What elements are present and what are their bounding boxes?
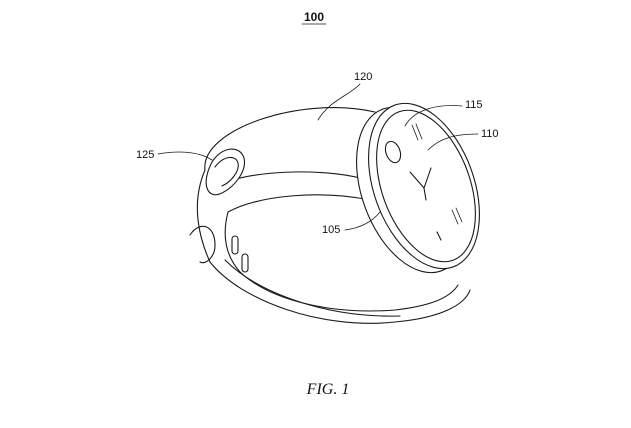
band-top-outer-edge (204, 107, 376, 171)
label-band: 120 (354, 71, 372, 83)
leader-button (404, 105, 463, 127)
hour-tick (436, 231, 442, 241)
glare-mark (411, 124, 419, 141)
strap-button (205, 148, 246, 196)
leader-strap-button (157, 151, 213, 161)
strap-hole (231, 235, 239, 255)
strap-button-inner (214, 156, 239, 187)
watch-face-rim (376, 109, 476, 263)
leader-display (344, 211, 381, 231)
watch-body (356, 102, 480, 274)
band (189, 107, 471, 324)
figure-number: 100 (304, 10, 324, 24)
leader-band (317, 83, 361, 121)
band-clasp-tab (189, 225, 216, 264)
label-strap-button: 125 (136, 149, 154, 161)
label-display: 105 (322, 224, 340, 236)
strap-hole (241, 253, 249, 273)
watch-hand (423, 187, 427, 201)
label-face: 110 (481, 128, 499, 140)
reference-labels: 120 115 110 125 105 (136, 71, 499, 236)
label-button: 115 (465, 99, 483, 111)
glare-mark (451, 209, 459, 225)
band-bottom-middle-edge (224, 259, 401, 317)
leader-face (427, 133, 479, 151)
band-left-outer-edge (196, 169, 211, 263)
band-bottom-outer-edge (209, 261, 471, 324)
glare-mark (415, 123, 423, 140)
strap-button-outer (205, 148, 246, 196)
band-bottom-inner-edge (239, 271, 459, 312)
glare-mark (455, 207, 463, 223)
side-button (384, 140, 402, 164)
band-inner-rim (227, 194, 371, 213)
band-left-inner-edge (224, 211, 241, 273)
figure-caption: FIG. 1 (306, 381, 350, 398)
